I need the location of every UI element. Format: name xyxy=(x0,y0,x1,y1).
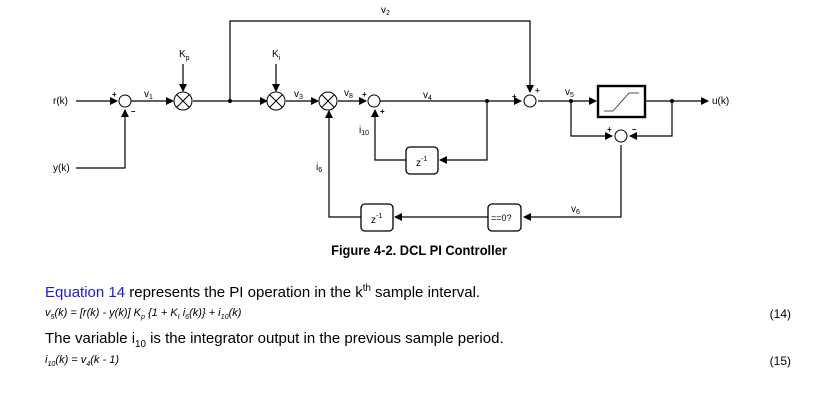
wire-v6 xyxy=(523,145,622,221)
figure-caption: Figure 4-2. DCL PI Controller xyxy=(331,242,507,258)
superscript: th xyxy=(362,283,371,294)
paragraph-text: is the integrator output in the previous… xyxy=(145,330,504,347)
sign-minus: – xyxy=(632,125,637,134)
delay-block-clamp: z-1 xyxy=(360,203,394,232)
label-v6: v6 xyxy=(571,204,580,216)
equation-14: v5(k) = [r(k) - y(k)] Kp {1 + KI i6(k)} … xyxy=(45,307,242,322)
label-v3: v3 xyxy=(294,89,303,101)
subscript: 10 xyxy=(135,339,146,350)
zero-check-block: ==0? xyxy=(487,203,522,232)
multiplier-ki xyxy=(266,91,286,111)
paragraph-eq14-intro: Equation 14 represents the PI operation … xyxy=(45,284,480,301)
paragraph-text: The variable i xyxy=(45,330,136,347)
wire-v2 xyxy=(229,20,534,101)
sign-plus: + xyxy=(512,92,517,101)
sign-minus: – xyxy=(131,107,136,116)
equation-number-14: (14) xyxy=(769,307,791,321)
svg-text:z-1: z-1 xyxy=(416,156,427,169)
junction-dot xyxy=(670,99,674,103)
sign-plus: + xyxy=(607,125,612,134)
svg-text:==0?: ==0? xyxy=(491,213,512,223)
saturation-block xyxy=(596,84,647,119)
label-kp: Kp xyxy=(179,49,190,62)
sum-junction-integrator xyxy=(367,94,381,108)
sign-plus: + xyxy=(380,107,385,116)
sum-junction-saturation-check xyxy=(614,129,628,143)
junction-dot xyxy=(485,99,489,103)
label-v2: v2 xyxy=(381,5,390,17)
paragraph-i10-description: The variable i10 is the integrator outpu… xyxy=(45,330,504,350)
wire-u-branch xyxy=(629,101,673,140)
label-i10: i10 xyxy=(359,125,369,137)
label-i6: i6 xyxy=(316,162,322,174)
label-v1: v1 xyxy=(144,89,153,101)
paragraph-text: sample interval. xyxy=(370,284,481,301)
wire-y xyxy=(76,109,129,169)
equation-number-15: (15) xyxy=(769,354,791,368)
label-u: u(k) xyxy=(712,96,729,107)
label-y: y(k) xyxy=(53,163,70,174)
label-v5: v5 xyxy=(565,87,574,99)
label-r: r(k) xyxy=(53,96,68,107)
label-v8: v8 xyxy=(344,88,353,100)
sign-plus: + xyxy=(362,90,367,99)
sign-plus: + xyxy=(112,90,117,99)
wire-v5-branch xyxy=(570,101,613,140)
paragraph-text: represents the PI operation in the k xyxy=(125,284,363,301)
label-ki: Ki xyxy=(272,49,281,62)
wire-i10 xyxy=(371,109,406,161)
equation-15: i10(k) = v4(k - 1) xyxy=(45,354,119,369)
sum-junction-output xyxy=(523,94,537,108)
junction-dot xyxy=(228,99,232,103)
label-v4: v4 xyxy=(423,90,432,102)
wire-v4-feedback xyxy=(439,101,488,164)
svg-text:z-1: z-1 xyxy=(371,213,382,226)
junction-dot xyxy=(569,99,573,103)
sign-plus: + xyxy=(535,86,540,95)
sum-junction-error xyxy=(118,94,132,108)
pi-controller-diagram: z-1 z-1 ==0? r(k) y(k) u(k) v1 v2 v3 v8 … xyxy=(53,5,729,232)
equation-14-link[interactable]: Equation 14 xyxy=(45,284,126,301)
multiplier-i6 xyxy=(318,91,338,111)
multiplier-kp xyxy=(173,91,193,111)
saturation-icon xyxy=(604,92,639,112)
delay-block-integrator: z-1 xyxy=(405,146,439,175)
wire-i6 xyxy=(325,110,361,218)
